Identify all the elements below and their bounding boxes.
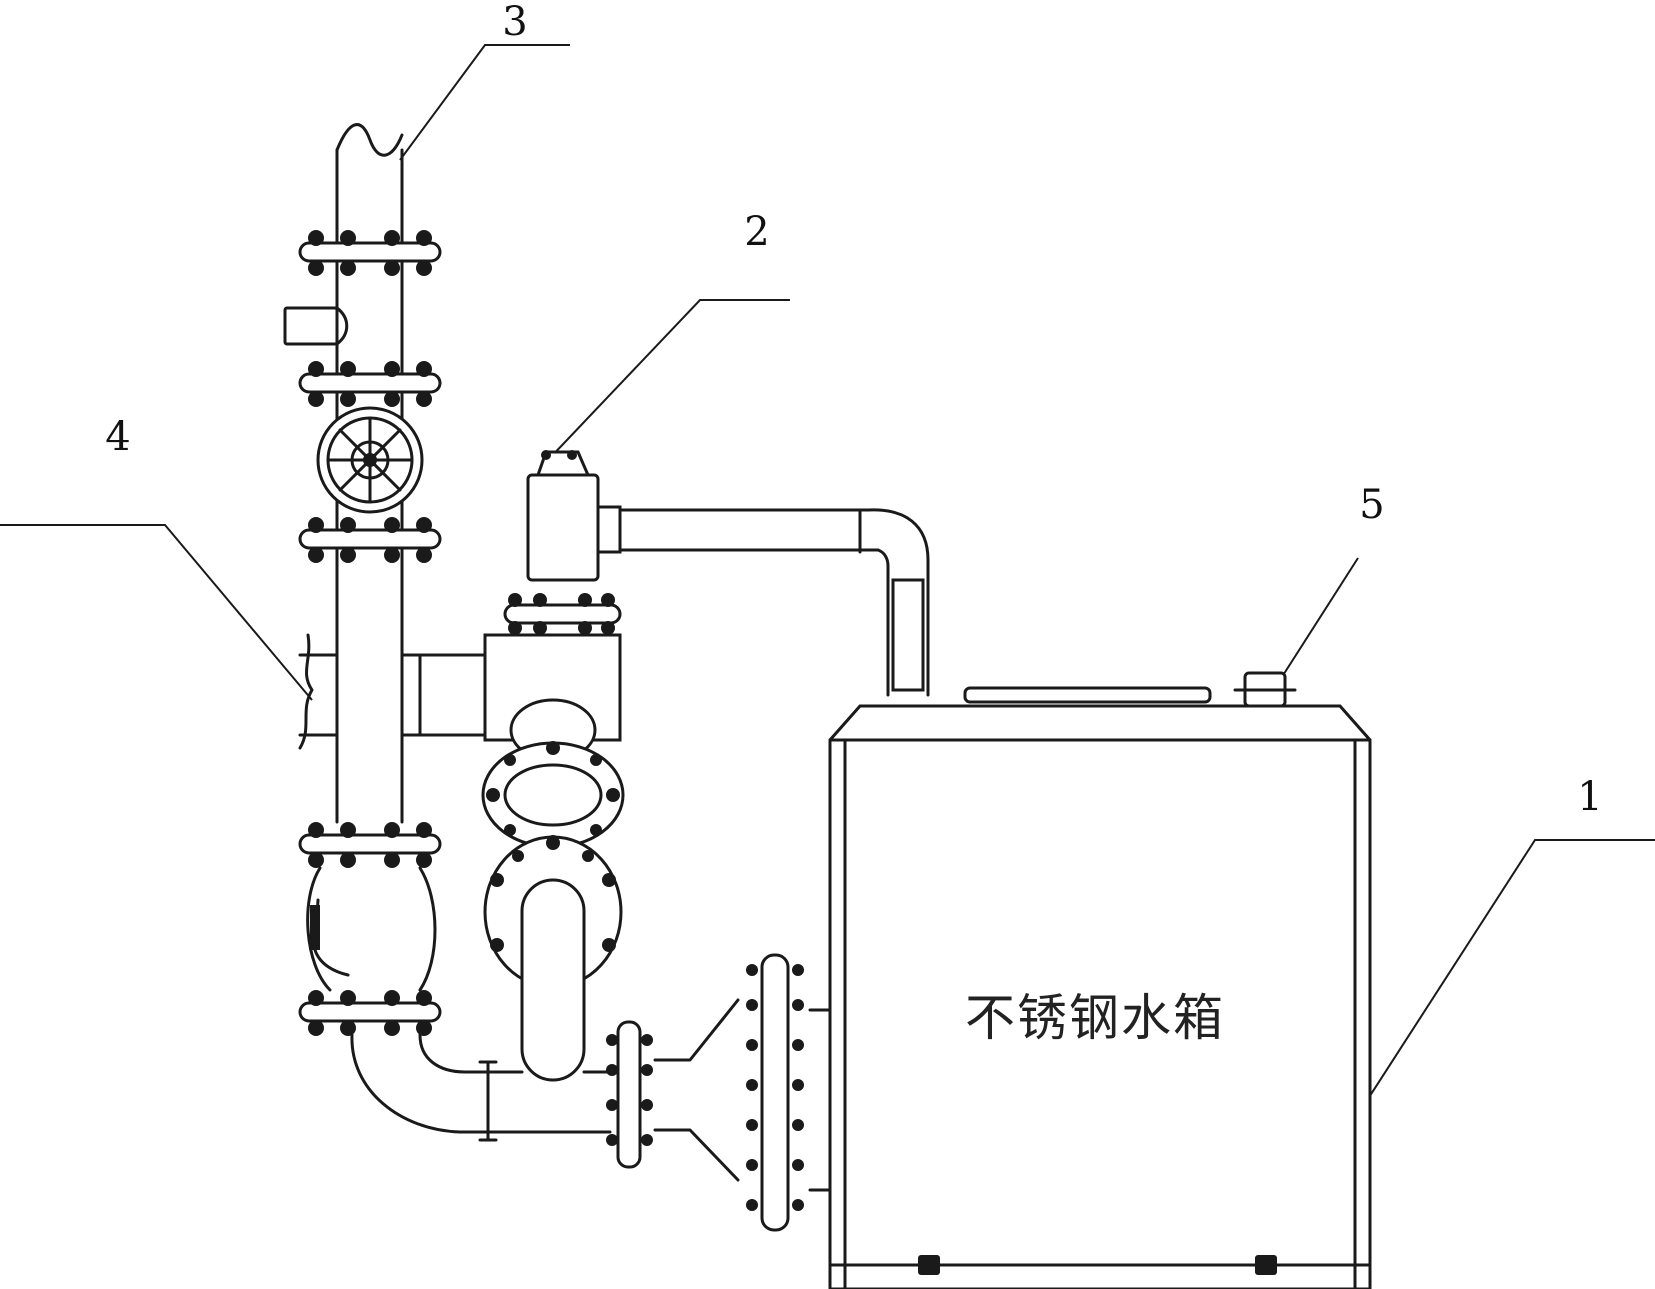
leader-line-4 (0, 524, 313, 701)
label-5: 5 (1359, 482, 1384, 528)
label-1: 1 (1577, 774, 1602, 820)
swing-check-valve (306, 866, 437, 992)
flange-lower-valve (298, 517, 442, 563)
reducer (653, 998, 740, 1182)
flange-bottom-lower (298, 990, 442, 1036)
check-valve (316, 406, 424, 514)
exhaust-valve (526, 450, 622, 582)
flange-top (298, 230, 442, 276)
stainless-steel-tank (828, 671, 1372, 1289)
flange-upper-valve (298, 361, 442, 407)
leader-line-1 (1334, 839, 1655, 1151)
label-2: 2 (744, 209, 769, 255)
pump-inlet-column (520, 878, 586, 1082)
label-3: 3 (502, 0, 527, 45)
tank-foot-left (918, 1255, 940, 1275)
flange-exhaust (503, 593, 622, 635)
small-flange (606, 1020, 653, 1169)
side-nozzle (283, 306, 339, 346)
vent-pipe (618, 508, 930, 697)
tank-top-bar (963, 686, 1212, 704)
inlet-pipe (298, 633, 487, 750)
leader-line-2 (547, 299, 790, 461)
leader-line-3 (399, 44, 570, 161)
suction-pipe (350, 1033, 612, 1142)
flange-bottom-upper (298, 822, 442, 868)
tank-inlet-flange (746, 953, 832, 1232)
leader-line-5 (1279, 557, 1359, 681)
tank-foot-right (1255, 1255, 1277, 1275)
pipe-break-symbol (335, 123, 404, 157)
leader-lines (0, 44, 1655, 1151)
tank-label: 不锈钢水箱 (965, 989, 1225, 1047)
label-4: 4 (105, 414, 130, 460)
pump-volute (481, 741, 625, 849)
